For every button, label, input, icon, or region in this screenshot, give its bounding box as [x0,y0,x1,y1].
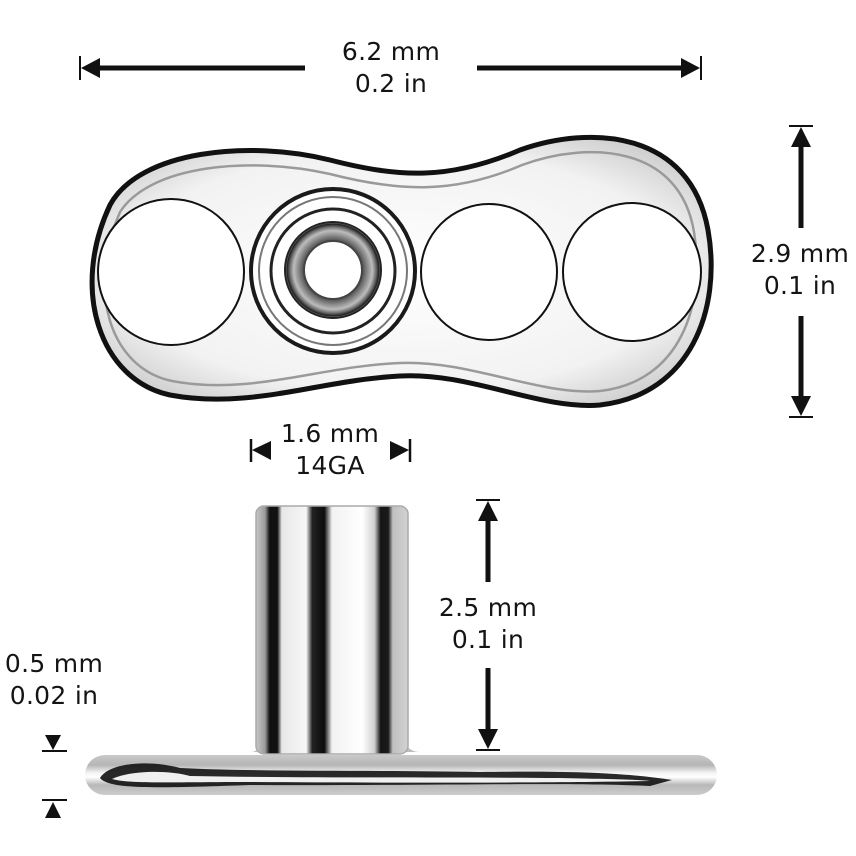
base-width-label: 2.9 mm 0.1 in [744,238,856,302]
plate-hole-1 [97,198,245,346]
top-view-plate [89,134,714,408]
arrow-up-icon [478,501,498,521]
base-width-imperial: 0.1 in [763,271,837,300]
base-thickness-metric: 0.5 mm [4,649,104,678]
base-thickness-dimension [42,735,67,818]
arrow-up-icon [791,127,811,147]
arrow-down-icon [478,729,498,749]
base-thickness-imperial: 0.02 in [9,681,99,710]
plate-hole-3 [420,203,558,341]
post-height-label: 2.5 mm 0.1 in [428,592,548,656]
overall-length-metric: 6.2 mm [341,37,441,66]
arrow-down-icon [45,735,61,750]
post-height-imperial: 0.1 in [451,625,525,654]
base-width-dimension [789,125,813,418]
side-view [85,505,717,795]
arrow-inward-right-icon [390,441,409,460]
arrow-up-icon [45,802,61,818]
overall-length-imperial: 0.2 in [354,69,428,98]
dimension-lines [42,56,813,818]
arrow-inward-left-icon [252,441,271,460]
overall-length-label: 6.2 mm 0.2 in [316,36,466,100]
base-width-metric: 2.9 mm [750,239,850,268]
overall-length-dimension [79,56,702,80]
arrow-left-icon [81,58,100,78]
post-diameter-dimension [249,439,412,462]
arrow-right-icon [681,58,700,78]
post-side [256,506,408,754]
plate-hole-4 [562,202,702,342]
threaded-post-top [249,187,417,355]
post-diameter-gauge: 14GA [295,451,365,480]
arrow-down-icon [791,396,811,416]
post-diameter-label: 1.6 mm 14GA [270,418,390,482]
post-height-dimension [476,499,500,751]
base-highlight [112,771,650,783]
post-height-metric: 2.5 mm [438,593,538,622]
plate-inner-rim [103,150,698,393]
base-thickness-label: 0.5 mm 0.02 in [0,648,108,712]
post-diameter-metric: 1.6 mm [280,419,380,448]
